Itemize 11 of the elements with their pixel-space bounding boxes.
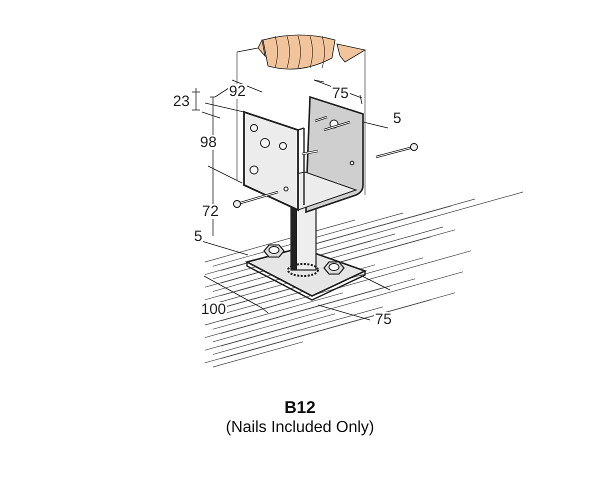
dimension-label: 100 — [200, 302, 228, 317]
dimension-label: 5 — [193, 229, 204, 244]
dimension-label: 5 — [392, 111, 402, 126]
dimension-label: 23 — [172, 94, 191, 109]
diagram-caption: (Nails Included Only) — [224, 419, 376, 437]
dimension-label: 75 — [374, 312, 393, 327]
dimension-label: 98 — [199, 135, 218, 150]
dimension-label: 75 — [331, 86, 350, 101]
dimension-label: 72 — [201, 204, 220, 219]
diagram-title: B12 — [283, 398, 317, 418]
dimension-label: 92 — [228, 84, 247, 99]
